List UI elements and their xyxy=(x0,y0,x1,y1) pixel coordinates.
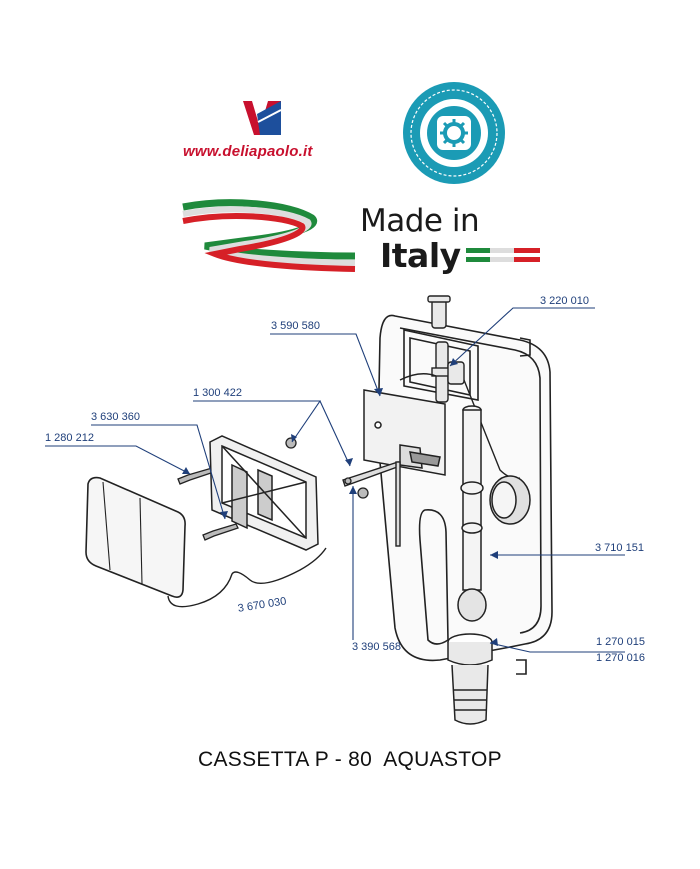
part-label-3390568: 3 390 568 xyxy=(352,641,401,653)
mounting-plate xyxy=(363,389,446,476)
italian-flag-ribbon-icon xyxy=(182,199,540,272)
assembly-brace xyxy=(167,547,327,608)
website-url[interactable]: www.deliapaolo.it xyxy=(183,143,313,160)
part-label-3630360: 3 630 360 xyxy=(91,411,140,423)
part-label-3710151: 3 710 151 xyxy=(595,542,644,554)
part-label-1300422: 1 300 422 xyxy=(193,387,242,399)
part-label-3590580: 3 590 580 xyxy=(271,320,320,332)
brand-logo-icon xyxy=(243,101,282,135)
part-label-1270015: 1 270 015 xyxy=(596,636,645,648)
part-label-3220010: 3 220 010 xyxy=(540,295,589,307)
screws xyxy=(177,437,369,541)
part-label-1280212: 1 280 212 xyxy=(45,432,94,444)
flush-valve-tube xyxy=(457,405,487,622)
part-label-1270016: 1 270 016 xyxy=(596,652,645,664)
actuator-rod xyxy=(342,461,401,547)
flush-push-plate xyxy=(85,476,186,598)
float-ball xyxy=(489,475,531,525)
push-plate-frame xyxy=(209,435,319,551)
italy-label: Italy xyxy=(380,236,461,275)
leader-arrows xyxy=(182,358,498,646)
outlet-pipe xyxy=(447,633,493,725)
leader-lines xyxy=(45,307,625,653)
diagram-caption: CASSETTA P - 80 AQUASTOP xyxy=(198,748,502,771)
antibacterial-badge-icon xyxy=(403,82,505,184)
inlet-valve xyxy=(399,295,521,480)
made-in-label: Made in xyxy=(360,203,480,239)
